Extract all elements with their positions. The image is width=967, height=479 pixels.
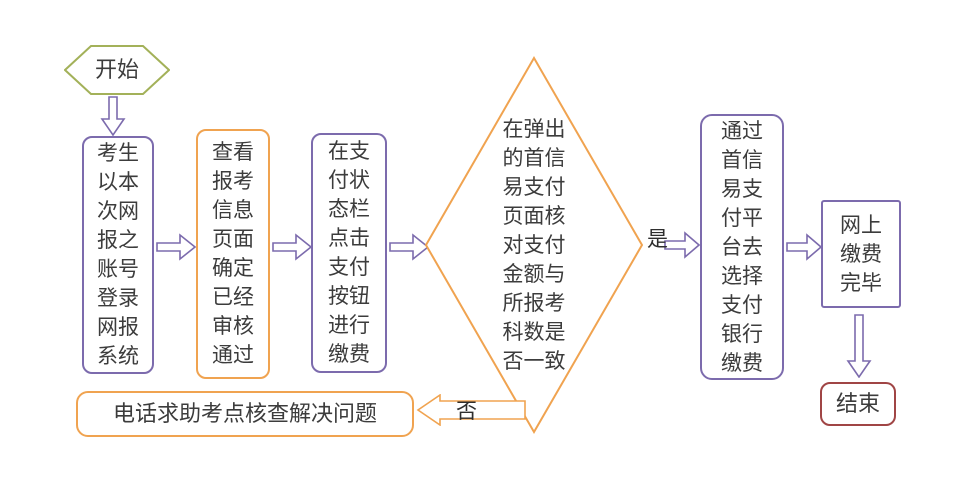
arrow-start-login xyxy=(100,96,126,136)
pay-done-node: 网上缴费完毕 xyxy=(821,200,901,308)
arrow-verify-phonehelp xyxy=(416,394,526,426)
click-pay-label: 在支付状态栏点击支付按钮进行缴费 xyxy=(328,139,370,366)
verify-node: 在弹出的首信易支付页面核对支付金额与所报考科数是否一致 xyxy=(424,56,644,434)
choose-bank-label: 通过首信易支付平台去选择支付银行缴费 xyxy=(721,118,763,375)
arrow-choosebank-paydone xyxy=(786,233,822,261)
check-info-label: 查看报考信息页面确定已经审核通过 xyxy=(212,140,254,367)
arrow-clickpay-verify xyxy=(389,233,429,261)
arrow-login-checkinfo xyxy=(156,233,196,261)
arrow-verify-choosebank xyxy=(664,231,700,259)
no-edge-label: 否 xyxy=(456,399,477,423)
check-info-node: 查看报考信息页面确定已经审核通过 xyxy=(196,129,270,379)
choose-bank-node: 通过首信易支付平台去选择支付银行缴费 xyxy=(700,114,784,380)
pay-done-label: 网上缴费完毕 xyxy=(840,212,882,295)
hexagon-shape xyxy=(64,45,170,95)
end-node: 结束 xyxy=(820,382,896,426)
phone-help-node: 电话求助考点核查解决问题 xyxy=(76,391,414,437)
arrow-paydone-end xyxy=(846,314,872,378)
yes-edge-label: 是 xyxy=(647,227,668,251)
arrow-checkinfo-clickpay xyxy=(272,233,312,261)
click-pay-node: 在支付状态栏点击支付按钮进行缴费 xyxy=(311,133,387,373)
end-label: 结束 xyxy=(835,391,880,416)
login-label: 考生以本次网报之账号登录网报系统 xyxy=(97,141,139,368)
phone-help-label: 电话求助考点核查解决问题 xyxy=(112,401,377,426)
diamond-shape xyxy=(424,56,644,434)
login-node: 考生以本次网报之账号登录网报系统 xyxy=(82,136,154,374)
verify-label: 在弹出的首信易支付页面核对支付金额与所报考科数是否一致 xyxy=(502,116,566,373)
start-node: 开始 xyxy=(64,45,170,95)
start-label: 开始 xyxy=(94,57,139,82)
